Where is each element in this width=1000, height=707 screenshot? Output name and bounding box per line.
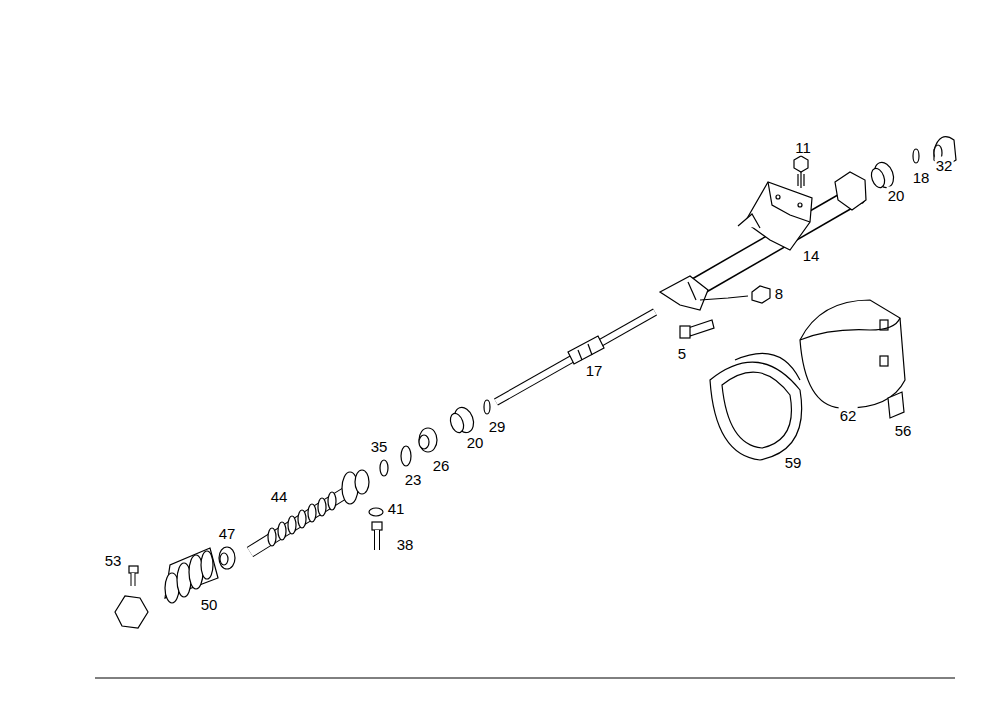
callout-number: 59 bbox=[784, 454, 803, 471]
callout-number: 20 bbox=[887, 187, 906, 204]
callout-number: 56 bbox=[894, 422, 913, 439]
callout-number: 53 bbox=[104, 552, 123, 569]
callout-number: 50 bbox=[200, 596, 219, 613]
callout-number: 32 bbox=[935, 157, 954, 174]
callout-number: 11 bbox=[794, 139, 812, 156]
callout-number: 5 bbox=[677, 345, 687, 362]
callout-number: 8 bbox=[774, 285, 784, 302]
callout-number: 62 bbox=[839, 407, 858, 424]
callout-number: 26 bbox=[432, 457, 451, 474]
callout-number: 41 bbox=[387, 500, 406, 517]
callout-number: 44 bbox=[270, 488, 289, 505]
callout-number: 14 bbox=[802, 247, 821, 264]
callout-number: 35 bbox=[370, 438, 389, 455]
callout-number: 47 bbox=[218, 525, 237, 542]
callout-number: 20 bbox=[466, 434, 485, 451]
callout-number: 29 bbox=[488, 418, 507, 435]
callout-number: 17 bbox=[585, 362, 604, 379]
callout-number: 18 bbox=[912, 169, 931, 186]
callout-number: 38 bbox=[396, 536, 415, 553]
callout-number: 23 bbox=[404, 471, 423, 488]
